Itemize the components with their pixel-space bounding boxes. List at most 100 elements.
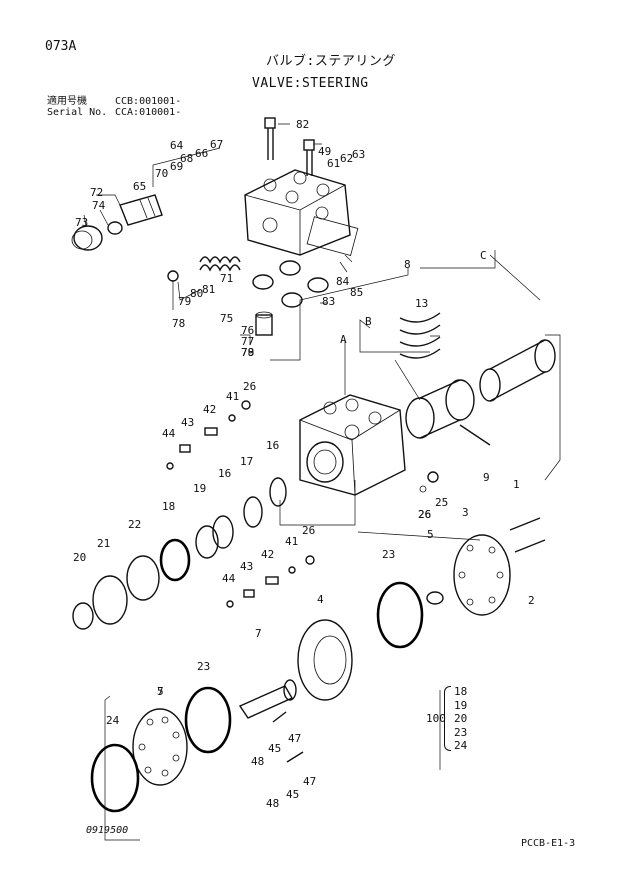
callout-72: 71 [220,272,234,285]
callout-84: 82 [296,118,310,131]
ring-19 [195,525,219,559]
relief-valve-cartridge-66 [119,194,163,226]
leader-lines [83,123,561,841]
callout-74: 73 [75,216,89,229]
group-100-item-19: 19 [454,699,468,712]
gerotor-set-4 [297,619,353,701]
callout-81: 79 [178,295,192,308]
drive-shaft-8 [238,679,297,719]
group-100-item-23: 23 [454,726,468,739]
group-100-item-24: 24 [454,739,468,752]
callout-49-upper: 44 [162,427,176,440]
callout-26: 26 [418,508,432,521]
callout-16-lower: 16 [218,467,232,480]
screw-41-lower [286,751,304,763]
bolt-61 [303,139,315,176]
sleeve-b [405,379,475,439]
distributor-plate-7 [132,708,188,786]
o-ring-85b [279,260,301,276]
callout-64: 63 [352,148,366,161]
callout-86: 84 [336,275,350,288]
callout-4: 4 [317,593,324,606]
cap-74 [71,225,103,251]
callout-43-upper: 48 [251,755,265,768]
group-100-item-20: 20 [454,712,468,725]
callout-79: 78 [241,346,255,359]
callout-16-upper: 16 [266,439,280,452]
main-housing-a [299,394,406,496]
callout-49-lower: 44 [222,572,236,585]
nut-81 [167,270,179,282]
callout-80: 78 [172,317,186,330]
group-100-label: 100 [426,712,446,725]
callout-83: 81 [202,283,216,296]
serial-label-1: 適用号機 [47,96,87,107]
bolt-84 [264,117,276,160]
callout-14: 13 [415,297,429,310]
plug-44-upper [241,400,251,410]
callout-79-label: 79 [241,346,255,359]
callout-43-lower: 48 [266,797,280,810]
callout-23-upper: 23 [382,548,396,561]
o-ring-85c [307,277,329,293]
callout-48-upper: 43 [181,416,195,429]
callout-66: 65 [133,180,147,193]
ball-49-lower [226,600,234,608]
callout-42-lower: 47 [303,775,317,788]
callout-70: 69 [170,160,184,173]
ball-26 [419,485,427,493]
callout-25: 25 [435,496,449,509]
o-ring-23-upper [376,581,424,649]
callout-63: 62 [340,152,354,165]
callout-78: 77 [241,335,255,348]
callout-44-lower: 26 [302,524,316,537]
callout-23-lower: 23 [197,660,211,673]
callout-42-upper: 47 [288,732,302,745]
screw-41-upper [272,711,287,723]
callout-47-upper: 42 [203,403,217,416]
callout-87: 85 [350,286,364,299]
callout-65: 64 [170,139,184,152]
callout-5: 5 [427,528,434,541]
callout-82: 80 [190,287,204,300]
callout-24: 24 [106,714,120,727]
seal-16-lower [212,515,234,549]
callout-77: 76 [241,324,255,337]
callout-22: 22 [128,518,142,531]
callout-17: 17 [240,455,254,468]
pin-13 [459,424,491,446]
valve-housing-upper [244,169,359,256]
check-valve-76 [255,311,273,336]
drawing-number: 0919500 [86,825,129,836]
callout-76: 75 [220,312,234,325]
callout-85: 83 [322,295,336,308]
spool-c [479,339,556,402]
o-ring-45-upper [228,414,236,422]
o-ring-85a [252,274,274,290]
spring-48-upper [179,444,191,453]
ball-49-upper [166,462,174,470]
ring-17 [243,496,263,528]
callout-71: 70 [155,167,169,180]
callout-67: 66 [195,147,209,160]
callout-68: 67 [210,138,224,151]
callout-44-upper: 26 [243,380,257,393]
callout-19: 19 [193,482,207,495]
o-ring-23-lower [184,686,232,754]
o-ring-75 [107,221,123,235]
callout-69: 68 [180,152,194,165]
callout-8: 7 [255,627,262,640]
o-ring-24 [90,743,140,813]
o-ring-85d [281,292,303,308]
callout-b: B [365,315,372,328]
bolt-2 [514,539,546,553]
callout-48-lower: 43 [240,560,254,573]
o-ring-18 [159,538,191,582]
sheet-reference: PCCB-E1-3 [521,838,576,849]
callout-7: 5 [157,685,164,698]
callout-21: 21 [97,537,111,550]
bolt-1 [509,517,541,531]
serial-value-1: CCB:001001- [115,96,182,107]
callout-1: 1 [513,478,520,491]
